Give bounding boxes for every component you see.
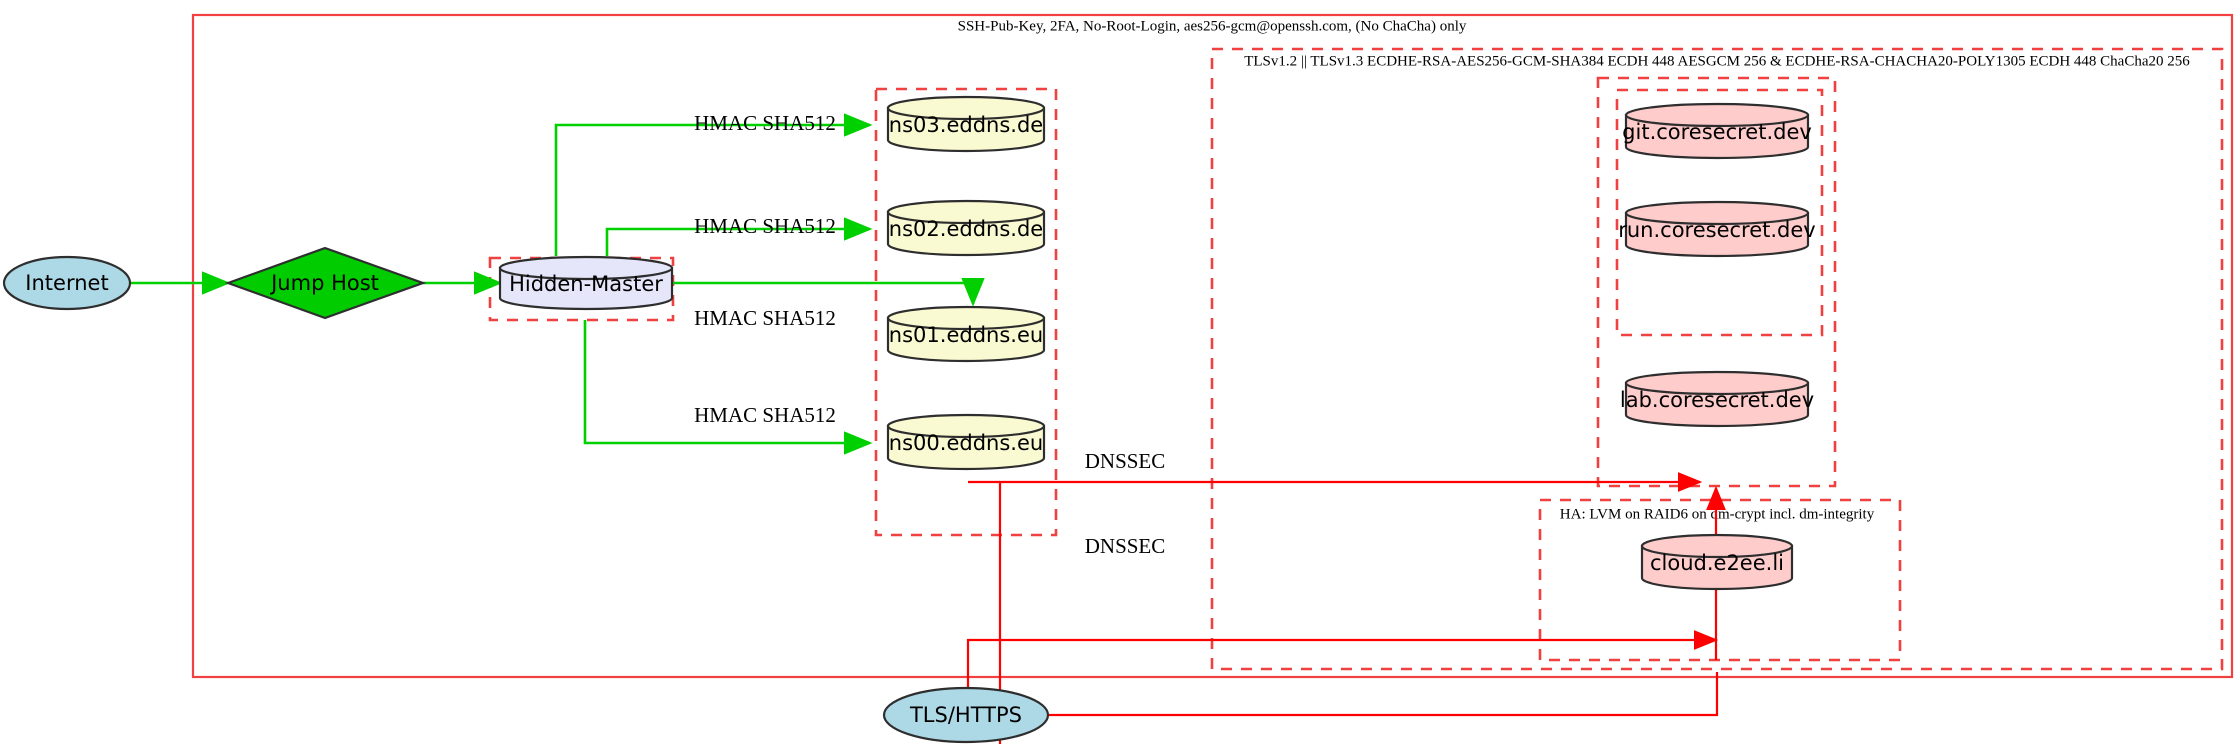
node-ns02-label: ns02.eddns.de (889, 217, 1043, 241)
node-ns02[interactable]: ns02.eddns.de (886, 199, 1046, 257)
node-run-label: run.coresecret.dev (1618, 218, 1816, 242)
node-git-label: git.coresecret.dev (1622, 120, 1812, 144)
node-hidden-master[interactable]: Hidden-Master (498, 255, 674, 311)
node-git-coresecret[interactable]: git.coresecret.dev (1622, 102, 1812, 160)
cluster-tls (1210, 47, 2224, 671)
cluster-ha-label: HA: LVM on RAID6 on dm-crypt incl. dm-in… (1560, 506, 1875, 522)
edge-hiddenmaster-ns00 (583, 320, 873, 455)
edge-label-dnssec-lower: DNSSEC (1085, 534, 1166, 558)
edge-label-hmac-ns03: HMAC SHA512 (694, 111, 836, 135)
cluster-ssh-outer (191, 13, 2234, 679)
edge-hiddenmaster-ns02 (605, 217, 873, 256)
edge-label-hmac-ns02: HMAC SHA512 (694, 214, 836, 238)
node-ns01-label: ns01.eddns.eu (889, 323, 1043, 347)
node-ns00-label: ns00.eddns.eu (889, 431, 1043, 455)
node-jump-host[interactable]: Jump Host (224, 246, 427, 320)
edge-hiddenmaster-ns03 (554, 113, 873, 256)
node-cloud-label: cloud.e2ee.li (1650, 551, 1784, 575)
node-hidden-master-label: Hidden-Master (509, 272, 663, 296)
node-jump-host-label: Jump Host (269, 271, 379, 295)
node-tls-https[interactable]: TLS/HTTPS (882, 686, 1050, 744)
node-lab-label: lab.coresecret.dev (1620, 388, 1814, 412)
node-ns00[interactable]: ns00.eddns.eu (886, 413, 1046, 471)
edge-label-dnssec-upper: DNSSEC (1085, 449, 1166, 473)
cluster-dns (874, 87, 1058, 537)
node-internet-label: Internet (25, 271, 108, 295)
node-ns03-label: ns03.eddns.de (889, 113, 1043, 137)
edge-tls-https-feed (1048, 672, 1719, 717)
node-ns03[interactable]: ns03.eddns.de (886, 95, 1046, 153)
cluster-coresecret-inner (1615, 88, 1824, 337)
edge-label-hmac-ns01: HMAC SHA512 (694, 306, 836, 330)
node-cloud-e2ee[interactable]: cloud.e2ee.li (1640, 533, 1794, 591)
node-internet[interactable]: Internet (2, 255, 132, 311)
node-tls-https-label: TLS/HTTPS (909, 703, 1022, 727)
edge-label-hmac-ns00: HMAC SHA512 (694, 403, 836, 427)
node-ns01[interactable]: ns01.eddns.eu (886, 305, 1046, 363)
node-run-coresecret[interactable]: run.coresecret.dev (1618, 200, 1816, 258)
edge-hiddenmaster-ns01 (673, 278, 985, 307)
cluster-tls-label: TLSv1.2 || TLSv1.3 ECDHE-RSA-AES256-GCM-… (1244, 53, 2190, 69)
node-lab-coresecret[interactable]: lab.coresecret.dev (1620, 370, 1814, 428)
cluster-ssh-label: SSH-Pub-Key, 2FA, No-Root-Login, aes256-… (958, 18, 1467, 34)
